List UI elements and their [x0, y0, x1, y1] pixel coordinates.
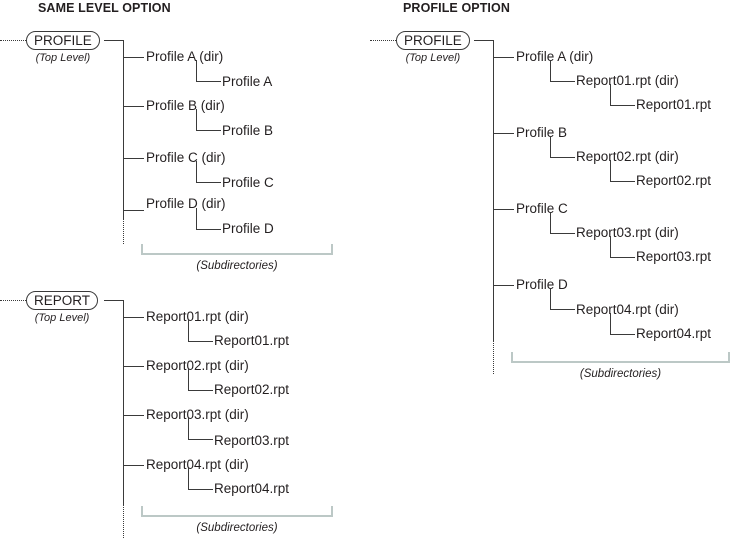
- root-connector-profile-option: [474, 40, 494, 41]
- node-child-label: Profile D: [222, 221, 274, 236]
- node-child-label: Report02.rpt: [636, 173, 712, 188]
- trunk-continuation-dots-report: [123, 505, 124, 538]
- leader-dots-report: [0, 300, 26, 301]
- node-dir-label: Profile B (dir): [146, 98, 225, 113]
- node-child-label: Report01.rpt: [214, 333, 290, 348]
- subdirectories-bracket: [511, 352, 730, 363]
- branch-line: [124, 415, 144, 416]
- root-node-profile[interactable]: PROFILE (Top Level): [26, 31, 100, 64]
- node-child-label: Profile A: [222, 74, 273, 89]
- elbow-line: [610, 236, 635, 258]
- node-dir-label: Report01.rpt (dir): [576, 73, 679, 88]
- branch-line: [124, 210, 144, 211]
- subdirectories-bracket: [141, 244, 333, 255]
- node-dir-label: Profile C (dir): [146, 150, 226, 165]
- elbow-line: [196, 60, 221, 82]
- elbow-line: [550, 288, 575, 310]
- elbow-line: [550, 60, 575, 82]
- branch-line: [494, 133, 514, 134]
- subdirectories-bracket: [141, 506, 333, 517]
- node-dir-label: Report02.rpt (dir): [576, 149, 679, 164]
- subdirectories-label: (Subdirectories): [196, 260, 278, 272]
- elbow-line: [188, 468, 213, 490]
- subdirectories-label: (Subdirectories): [579, 368, 662, 380]
- node-dir-label: Report03.rpt (dir): [576, 225, 679, 240]
- node-child-label: Profile C: [222, 175, 274, 190]
- branch-line: [494, 285, 514, 286]
- root-caption-profile-option: (Top Level): [405, 52, 461, 64]
- panel-profile-option: PROFILE OPTION PROFILE (Top Level) Profi…: [370, 0, 737, 538]
- node-dir-label: Report04.rpt (dir): [576, 302, 679, 317]
- node-profile-label: Profile D: [516, 277, 568, 292]
- root-pill-profile[interactable]: PROFILE: [26, 31, 100, 50]
- elbow-line: [188, 418, 213, 440]
- elbow-line: [610, 160, 635, 182]
- leader-dots-profile: [0, 40, 26, 41]
- node-child-label: Profile B: [222, 123, 274, 138]
- subdirectories-label: (Subdirectories): [196, 522, 278, 534]
- elbow-line: [196, 109, 221, 131]
- trunk-profile-option: [493, 40, 494, 340]
- branch-line: [124, 465, 144, 466]
- node-profile-label: Profile C: [516, 201, 568, 216]
- node-dir-label: Profile D (dir): [146, 196, 226, 211]
- elbow-line: [188, 369, 213, 391]
- node-child-label: Report01.rpt: [636, 97, 712, 112]
- root-caption-report: (Top Level): [34, 312, 90, 324]
- branch-line: [124, 317, 144, 318]
- panel-title-same-level: SAME LEVEL OPTION: [38, 1, 171, 15]
- root-node-profile-option[interactable]: PROFILE (Top Level): [396, 31, 470, 64]
- panel-title-profile-option: PROFILE OPTION: [403, 1, 510, 15]
- node-child-label: Report02.rpt: [214, 382, 290, 397]
- node-profile-label: Profile B: [516, 125, 568, 140]
- trunk-report: [123, 300, 124, 505]
- elbow-line: [188, 320, 213, 342]
- root-connector-report: [104, 300, 124, 301]
- elbow-line: [196, 161, 221, 183]
- root-pill-report[interactable]: REPORT: [26, 291, 99, 310]
- node-dir-label: Report01.rpt (dir): [146, 309, 249, 324]
- node-child-label: Report03.rpt: [214, 433, 290, 448]
- node-child-label: Report04.rpt: [636, 326, 712, 341]
- node-dir-label: Report03.rpt (dir): [146, 407, 249, 422]
- node-profile-label: Profile A (dir): [516, 49, 594, 64]
- branch-line: [124, 158, 144, 159]
- elbow-line: [196, 208, 221, 230]
- branch-line: [124, 57, 144, 58]
- trunk-continuation-dots-profile: [123, 219, 124, 244]
- trunk-profile: [123, 40, 124, 219]
- panel-same-level-option: SAME LEVEL OPTION PROFILE (Top Level) Pr…: [0, 1, 333, 538]
- root-node-report[interactable]: REPORT (Top Level): [26, 291, 99, 324]
- leader-dots-profile-option: [370, 40, 396, 41]
- node-dir-label: Report02.rpt (dir): [146, 358, 249, 373]
- branch-line: [494, 209, 514, 210]
- node-child-label: Report03.rpt: [636, 249, 712, 264]
- node-child-label: Report04.rpt: [214, 481, 290, 496]
- node-dir-label: Report04.rpt (dir): [146, 457, 249, 472]
- elbow-line: [610, 313, 635, 335]
- root-caption-profile: (Top Level): [35, 52, 91, 64]
- node-dir-label: Profile A (dir): [146, 49, 224, 64]
- branch-line: [494, 57, 514, 58]
- root-connector-profile: [104, 40, 124, 41]
- trunk-continuation-dots-profile-option: [493, 340, 494, 374]
- elbow-line: [550, 136, 575, 158]
- branch-line: [124, 366, 144, 367]
- elbow-line: [610, 84, 635, 106]
- elbow-line: [550, 212, 575, 234]
- branch-line: [124, 106, 144, 107]
- root-pill-profile-option[interactable]: PROFILE: [396, 31, 470, 50]
